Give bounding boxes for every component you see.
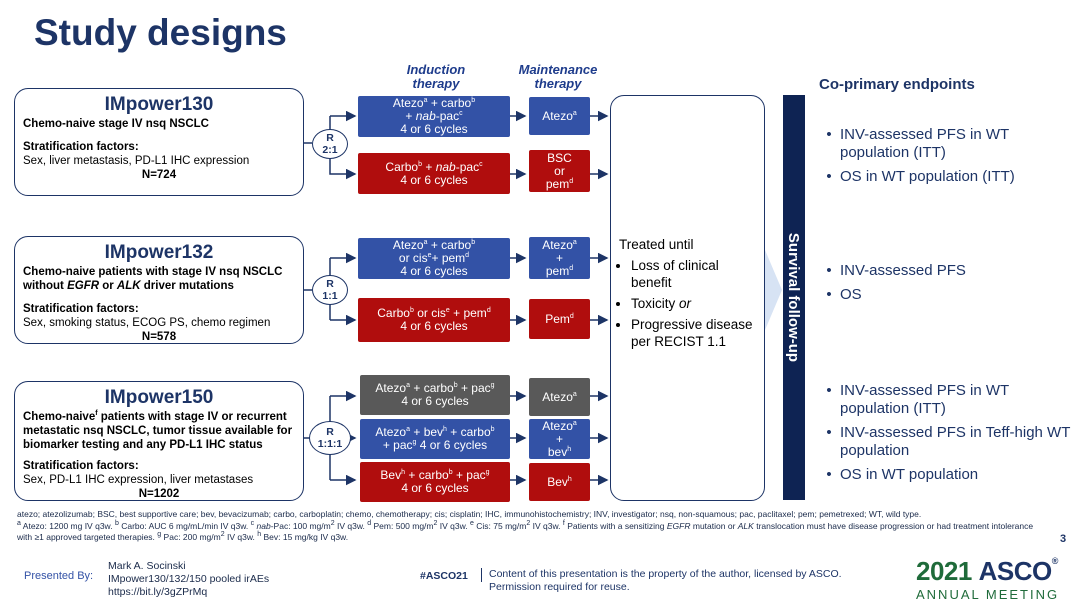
maintenance-box: Bevh [529,463,590,501]
strat-header: Stratification factors: [23,460,139,472]
maintenance-box: Pemd [529,299,590,339]
strat-factors: Sex, liver metastasis, PD-L1 IHC express… [23,155,250,167]
induction-arm-box: Atezoa + bevh + carbob+ pacg 4 or 6 cycl… [360,419,510,459]
strat-factors: Sex, PD-L1 IHC expression, liver metasta… [23,474,254,486]
sample-size: N=1202 [138,488,180,500]
treated-item: Progressive disease per RECIST 1.1 [631,316,756,350]
maintenance-box: Atezoa+pemd [529,237,590,279]
strat-header: Stratification factors: [23,141,139,153]
hashtag: #ASCO21 [420,570,468,582]
presented-by-label: Presented By: [24,570,94,582]
trial-name: IMpower130 [104,94,214,115]
presenter-info: Mark A. Socinski IMpower130/132/150 pool… [108,560,269,599]
trial-box-impower150: IMpower150 Chemo-naivef patients with st… [14,381,304,501]
presenter-name: Mark A. Socinski [108,560,186,572]
endpoint-item: OS [840,286,1072,304]
trial-box-impower132: IMpower132 Chemo-naive patients with sta… [14,236,304,344]
endpoint-item: OS in WT population (ITT) [840,168,1072,186]
endpoint-item: INV-assessed PFS in Teff-high WT populat… [840,424,1072,460]
trial-name: IMpower150 [104,387,214,408]
sample-size: N=578 [141,331,177,343]
sample-size: N=724 [141,169,177,181]
divider [481,568,482,582]
endpoints-group: INV-assessed PFS in WT population (ITT) … [822,382,1072,490]
strat-header: Stratification factors: [23,303,139,315]
endpoints-group: INV-assessed PFS OS [822,262,1072,310]
trial-population: Chemo-naive stage IV nsq NSCLC [23,118,209,130]
endpoints-group: INV-assessed PFS in WT population (ITT) … [822,126,1072,192]
maintenance-box: Atezoa [529,97,590,135]
endpoint-item: OS in WT population [840,466,1072,484]
chevron-arrow-icon [765,250,782,330]
asco-logo: 2021 ASCO® ANNUAL MEETING [916,556,1060,602]
treated-heading: Treated until [619,237,694,252]
endpoint-item: INV-assessed PFS [840,262,1072,280]
strat-factors: Sex, smoking status, ECOG PS, chemo regi… [23,317,271,329]
trial-population: Chemo-naivef patients with stage IV or r… [23,410,293,451]
endpoint-item: INV-assessed PFS in WT population (ITT) [840,126,1072,162]
treated-item: Loss of clinical benefit [631,257,756,291]
survival-followup-bar: Survival follow-up [783,95,805,500]
copyright-notice: Content of this presentation is the prop… [489,568,842,593]
trial-population: Chemo-naive patients with stage IV nsq N… [23,266,283,292]
trial-box-impower130: IMpower130 Chemo-naive stage IV nsq NSCL… [14,88,304,196]
abbreviations-footnote: atezo; atezolizumab; BSC, best supportiv… [17,509,922,519]
page-title: Study designs [34,12,287,53]
maintenance-box: Atezoa [529,378,590,416]
page-number: 3 [1060,533,1067,545]
short-link[interactable]: https://bit.ly/3gZPrMq [108,586,208,598]
endpoint-item: INV-assessed PFS in WT population (ITT) [840,382,1072,418]
treated-item: Toxicity or [631,295,756,312]
dosing-footnote: a Atezo: 1200 mg IV q3w. b Carbo: AUC 6 … [17,520,1034,542]
endpoints-heading: Co-primary endpoints [819,76,975,93]
maintenance-box: Atezoa+bevh [529,419,590,459]
treated-until-box: Treated until Loss of clinical benefit T… [610,95,765,501]
study-name: IMpower130/132/150 pooled irAEs [108,573,270,585]
trial-name: IMpower132 [104,242,214,263]
